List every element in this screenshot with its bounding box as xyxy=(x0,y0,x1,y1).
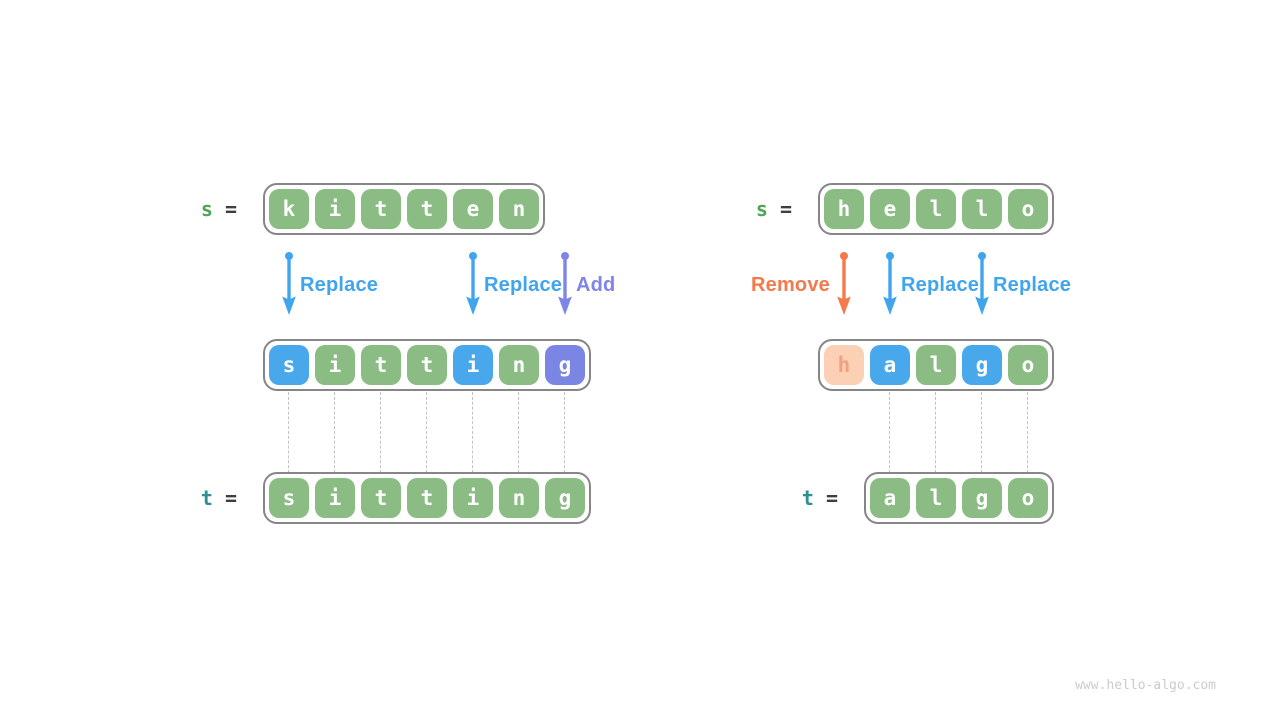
operation-arrow-remove xyxy=(835,252,853,316)
variable-label: s= xyxy=(686,183,792,235)
letter-cell: a xyxy=(870,478,910,518)
letter-cell: t xyxy=(361,189,401,229)
letter-cell: h xyxy=(824,189,864,229)
mapping-line xyxy=(334,392,335,473)
equals-sign: = xyxy=(224,197,237,221)
letter-cell: o xyxy=(1008,345,1048,385)
letter-cell: l xyxy=(916,189,956,229)
equals-sign: = xyxy=(825,486,838,510)
mapping-line xyxy=(380,392,381,473)
operation-label: Replace xyxy=(901,274,980,296)
letter-cell: i xyxy=(453,478,493,518)
mapping-line xyxy=(889,392,890,473)
letter-cell: n xyxy=(499,478,539,518)
mapping-line xyxy=(935,392,936,473)
letter-cell: t xyxy=(361,345,401,385)
operation-arrow-replace xyxy=(464,252,482,316)
letter-cell: g xyxy=(545,478,585,518)
letter-cell: t xyxy=(407,345,447,385)
letter-cell: i xyxy=(315,478,355,518)
letter-cell: o xyxy=(1008,478,1048,518)
operation-label: Replace xyxy=(993,274,1072,296)
letter-cell: n xyxy=(499,345,539,385)
operation-label: Replace xyxy=(300,274,379,296)
letter-cell: i xyxy=(453,345,493,385)
letter-cell: h xyxy=(824,345,864,385)
letter-cell: t xyxy=(407,189,447,229)
equals-sign: = xyxy=(779,197,792,221)
letter-cell: a xyxy=(870,345,910,385)
variable-name: t xyxy=(200,486,213,510)
variable-name: s xyxy=(200,197,213,221)
operation-arrow-replace xyxy=(280,252,298,316)
variable-name: t xyxy=(801,486,814,510)
letter-cell: t xyxy=(361,478,401,518)
letter-cell: l xyxy=(916,478,956,518)
letter-cell: i xyxy=(315,345,355,385)
letter-cell: e xyxy=(870,189,910,229)
watermark: www.hello-algo.com xyxy=(1075,678,1216,693)
letter-cell: s xyxy=(269,345,309,385)
operation-arrow-replace xyxy=(881,252,899,316)
variable-label: t= xyxy=(131,472,237,524)
operation-arrow-replace xyxy=(973,252,991,316)
letter-cell: g xyxy=(545,345,585,385)
variable-label: t= xyxy=(732,472,838,524)
mapping-line xyxy=(564,392,565,473)
operation-arrow-add xyxy=(556,252,574,316)
letter-cell: l xyxy=(916,345,956,385)
letter-cell: e xyxy=(453,189,493,229)
variable-name: s xyxy=(755,197,768,221)
mapping-line xyxy=(472,392,473,473)
mapping-line xyxy=(518,392,519,473)
operation-label: Add xyxy=(576,274,616,296)
operation-label: Replace xyxy=(484,274,563,296)
mapping-line xyxy=(288,392,289,473)
letter-cell: o xyxy=(1008,189,1048,229)
mapping-line xyxy=(981,392,982,473)
letter-cell: g xyxy=(962,345,1002,385)
mapping-line xyxy=(426,392,427,473)
letter-cell: i xyxy=(315,189,355,229)
letter-cell: g xyxy=(962,478,1002,518)
letter-cell: s xyxy=(269,478,309,518)
letter-cell: t xyxy=(407,478,447,518)
variable-label: s= xyxy=(131,183,237,235)
mapping-line xyxy=(1027,392,1028,473)
letter-cell: k xyxy=(269,189,309,229)
equals-sign: = xyxy=(224,486,237,510)
operation-label: Remove xyxy=(750,274,830,296)
letter-cell: l xyxy=(962,189,1002,229)
letter-cell: n xyxy=(499,189,539,229)
